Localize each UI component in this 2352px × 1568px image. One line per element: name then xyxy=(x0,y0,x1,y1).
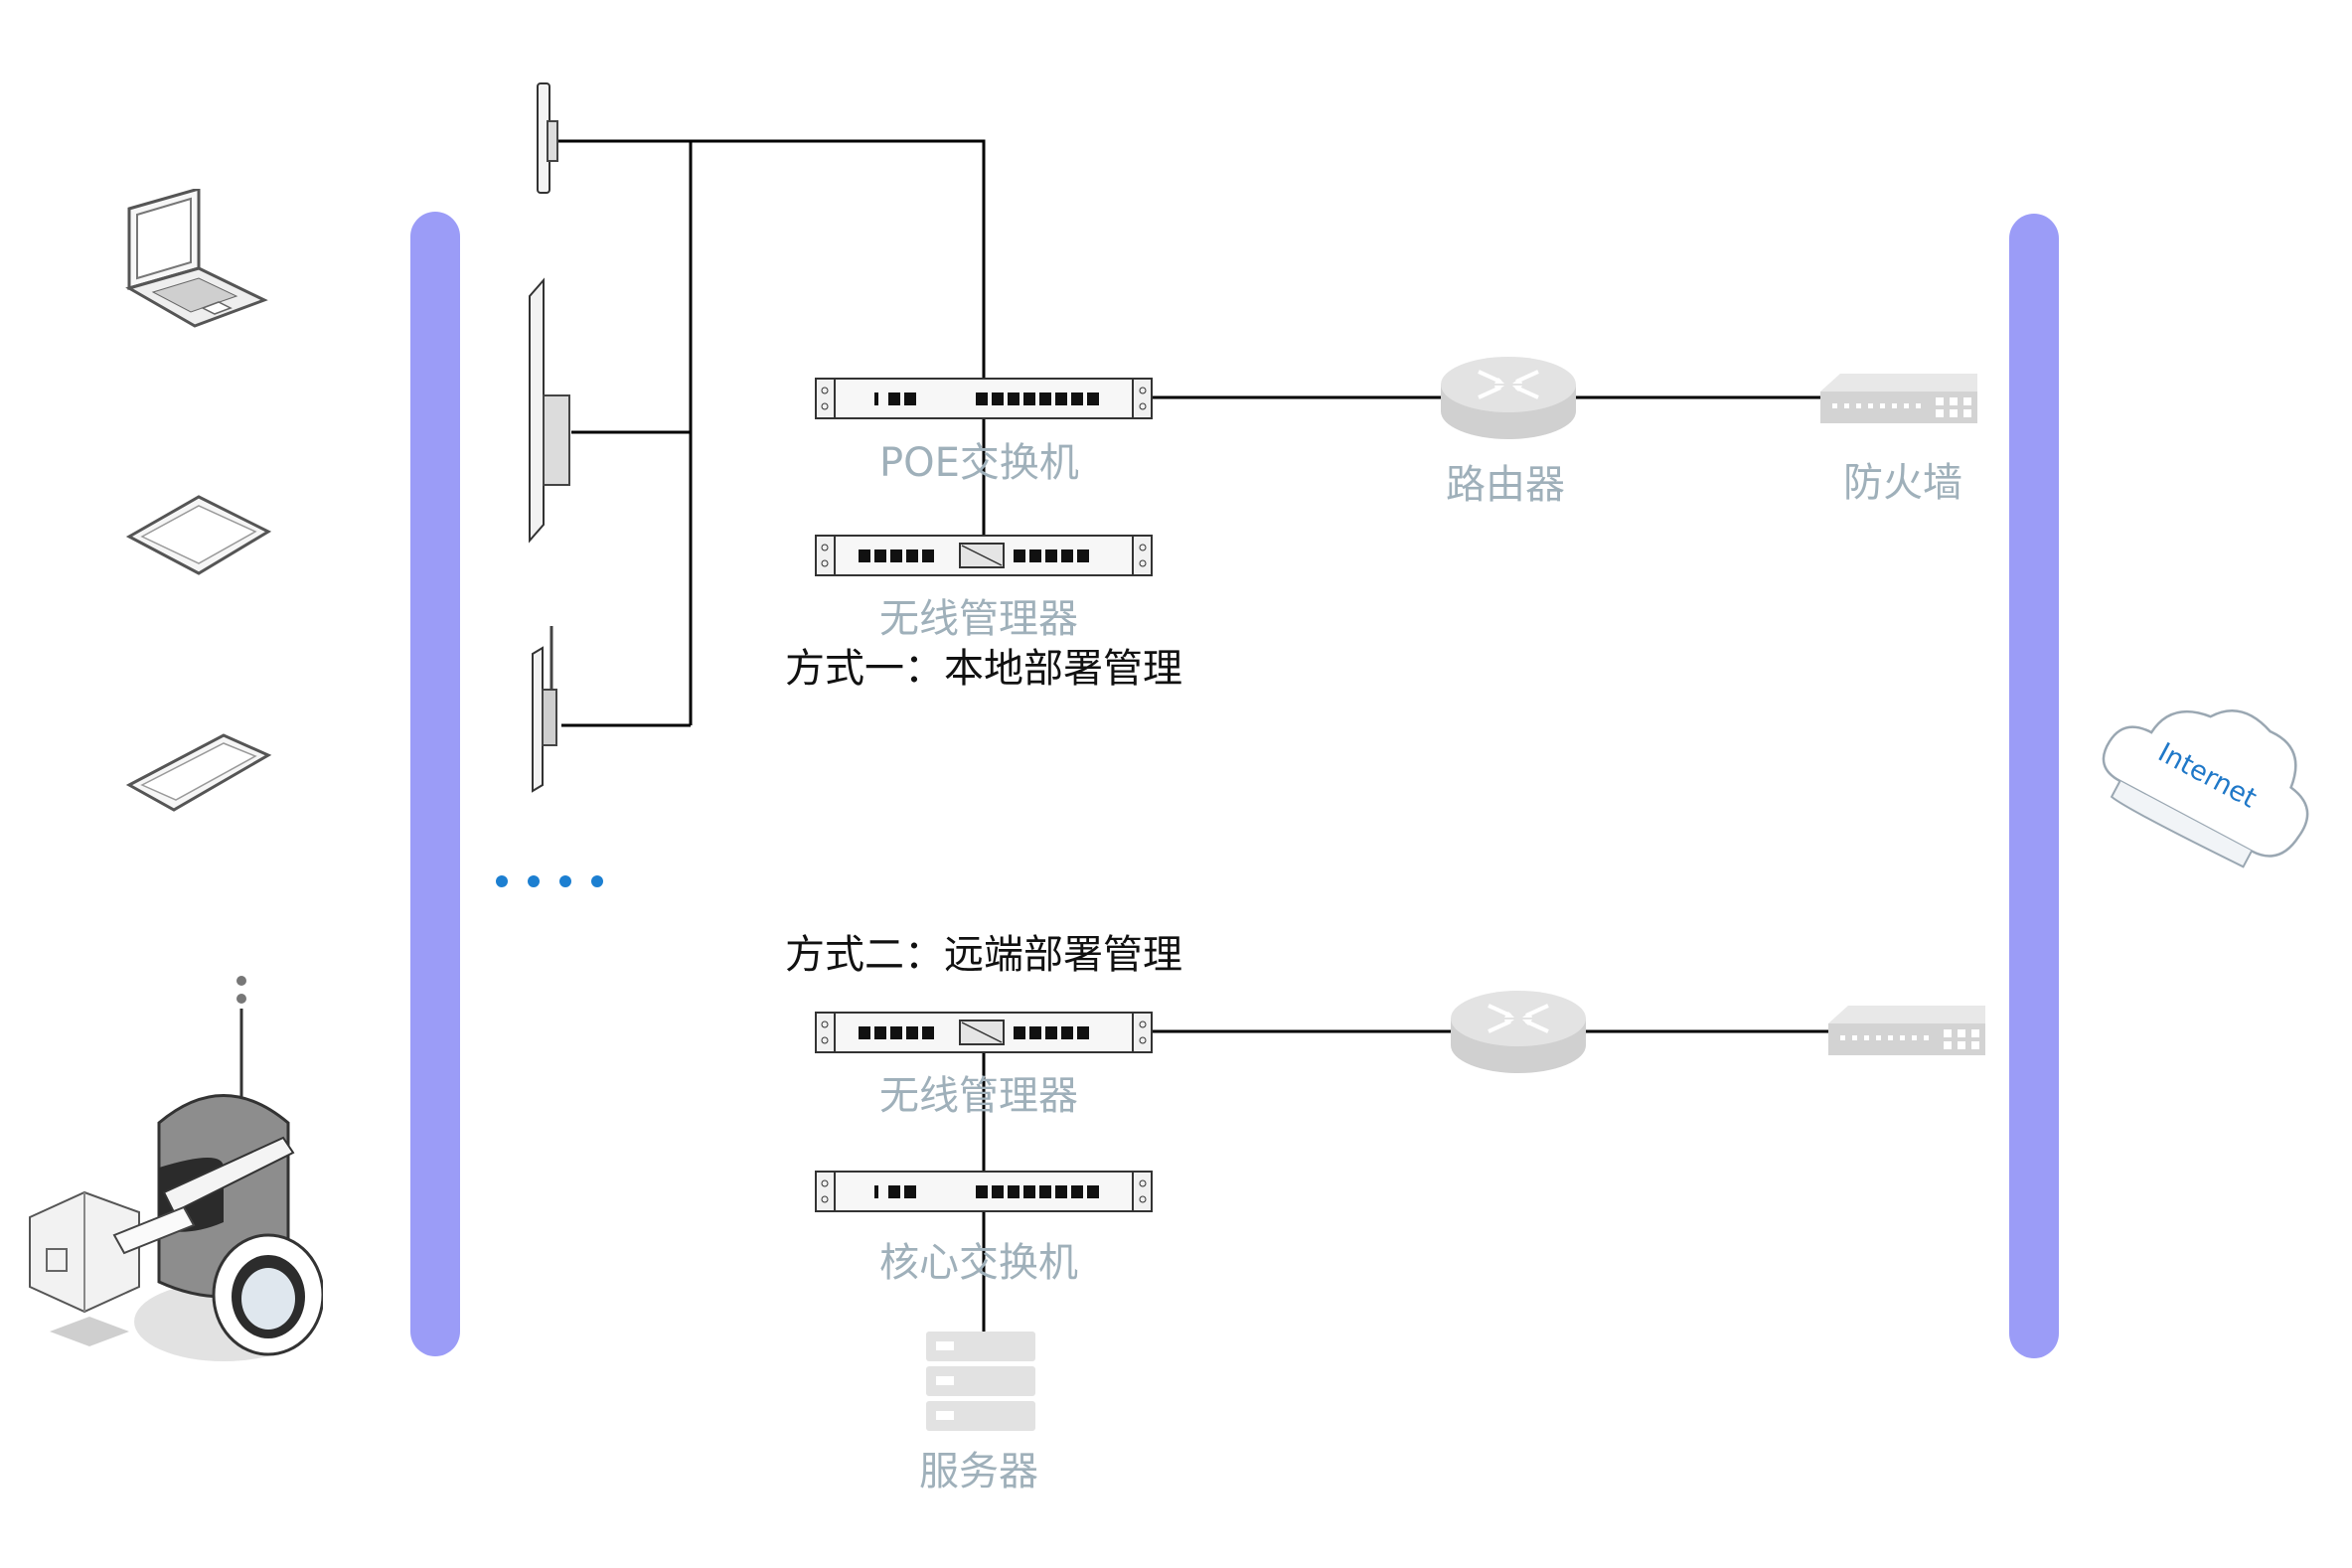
antenna-ap-icon xyxy=(527,624,561,793)
internet-cloud-icon: Internet xyxy=(2087,676,2335,904)
panel-ap-icon xyxy=(522,276,576,545)
laptop-icon xyxy=(119,189,268,338)
line-ap1-to-poe xyxy=(556,139,986,392)
core-switch-label: 核心交换机 xyxy=(879,1240,1078,1286)
local-deployment-title: 方式一：本地部署管理 xyxy=(785,646,1182,692)
wireless-controller-remote-icon xyxy=(815,1009,1153,1056)
wireless-controller-local-icon xyxy=(815,532,1153,579)
ceiling-ap-icon xyxy=(532,81,561,196)
firewall-label: 防火墙 xyxy=(1843,460,1962,506)
poe-switch-icon xyxy=(815,375,1153,422)
wireless-controller-local-label: 无线管理器 xyxy=(879,596,1078,642)
server-label: 服务器 xyxy=(919,1449,1038,1494)
phone-icon xyxy=(124,730,273,820)
internet-bus-bar xyxy=(2009,214,2059,1358)
core-switch-icon xyxy=(815,1168,1153,1215)
router-icon xyxy=(1439,350,1578,444)
wireless-controller-remote-label: 无线管理器 xyxy=(879,1073,1078,1119)
remote-deployment-title: 方式二：远端部署管理 xyxy=(785,932,1182,978)
robot-icon xyxy=(25,969,323,1386)
client-bus-bar xyxy=(410,212,460,1356)
more-dots-icon xyxy=(492,871,611,891)
remote-router-icon xyxy=(1449,984,1588,1078)
poe-switch-label: POE交换机 xyxy=(879,440,1079,486)
firewall-icon xyxy=(1818,370,1982,427)
server-icon xyxy=(924,1330,1038,1434)
tablet-icon xyxy=(124,492,273,581)
router-label: 路由器 xyxy=(1446,462,1565,508)
remote-firewall-icon xyxy=(1826,1002,1990,1059)
